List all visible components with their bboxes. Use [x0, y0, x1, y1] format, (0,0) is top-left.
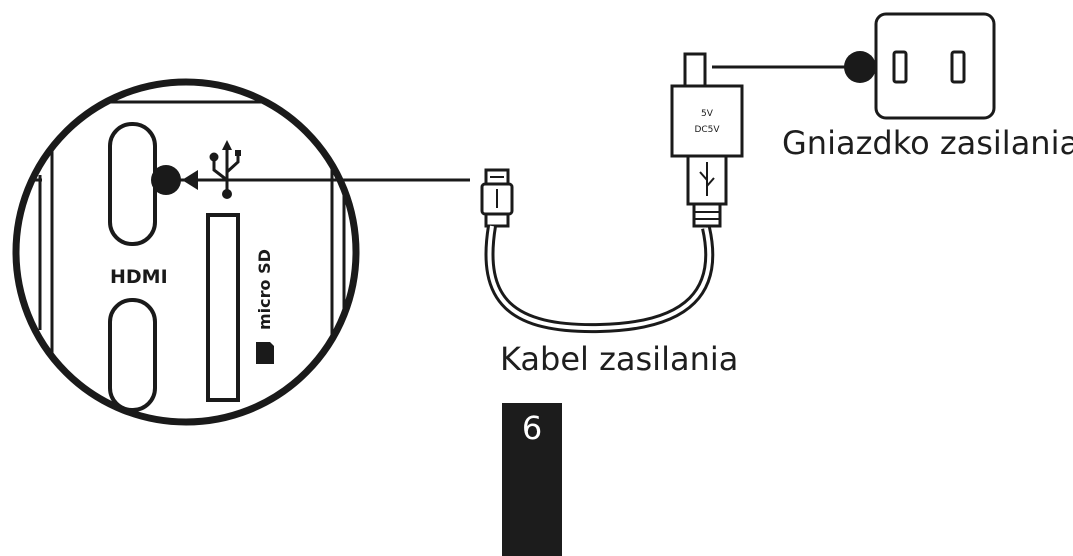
power-adapter [670, 52, 744, 228]
outlet-label: Gniazdko zasilania [782, 124, 1073, 162]
adapter-text-1: 5V [701, 109, 714, 119]
cable-label: Kabel zasilania [500, 340, 739, 378]
outlet-connection-dot [844, 51, 876, 83]
power-cable [484, 225, 715, 334]
hdmi-label: HDMI [110, 266, 168, 288]
microsd-label: micro SD [255, 249, 274, 330]
micro-usb-plug [480, 168, 514, 228]
microsd-card-icon [256, 342, 274, 364]
page-number-tab: 6 [502, 403, 562, 556]
wall-outlet [874, 12, 996, 120]
device-port-zoom [12, 78, 360, 426]
usb-icon [209, 140, 241, 199]
page-number: 6 [521, 409, 543, 447]
adapter-text-2: DC5V [694, 125, 720, 135]
